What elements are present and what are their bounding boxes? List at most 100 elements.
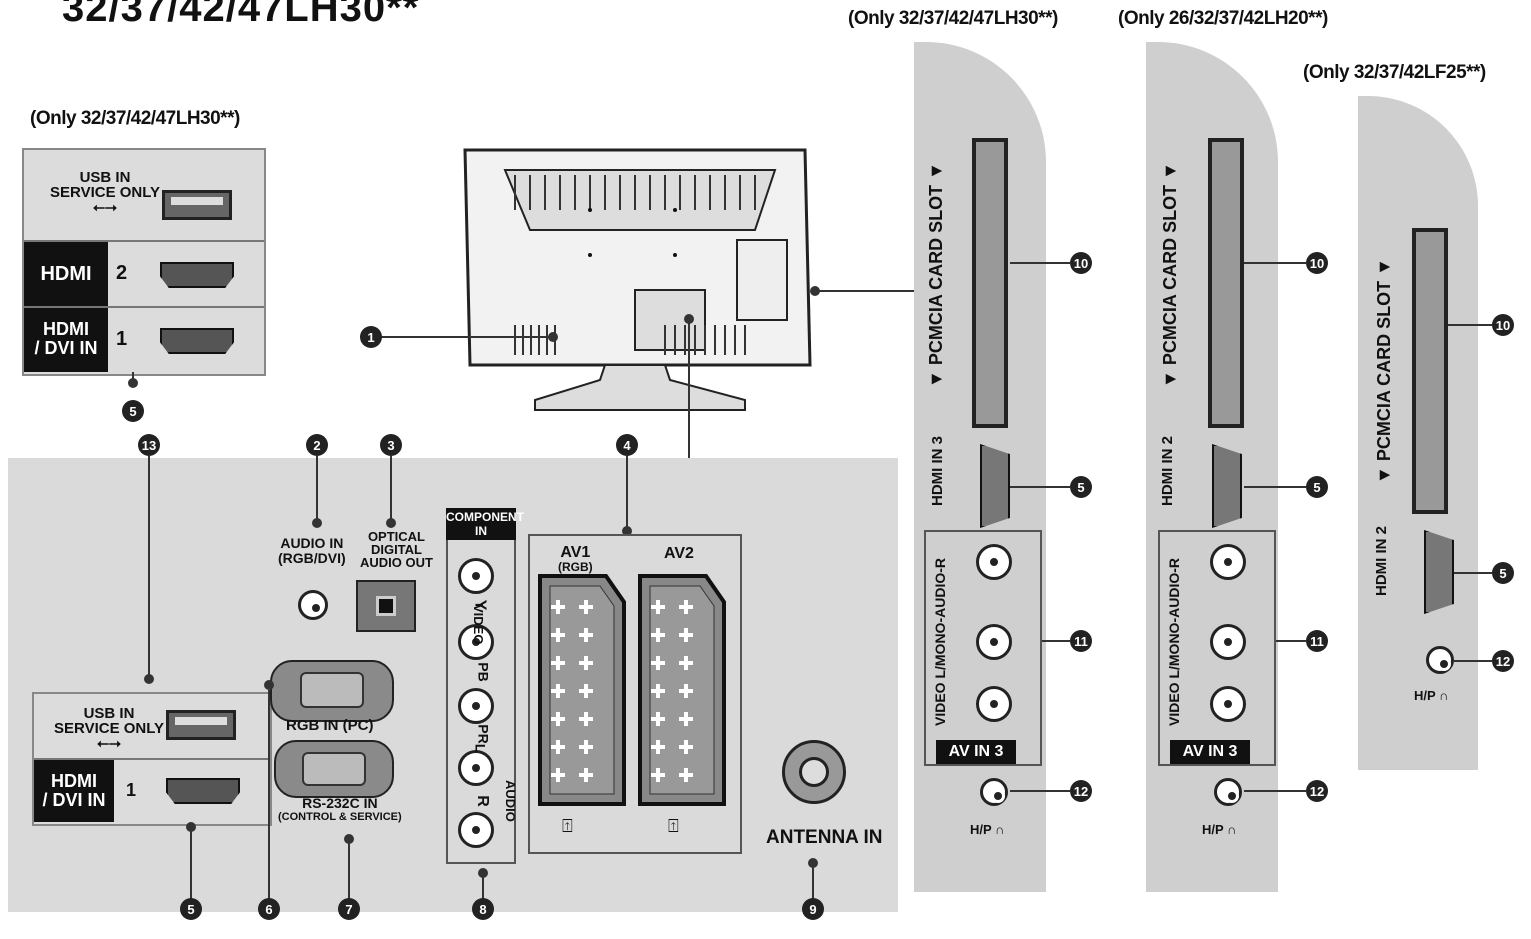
callout-9: 9 [802,898,824,920]
rgb-in-port [270,660,394,722]
side1-video-jack [976,544,1012,580]
av1-label: AV1 (RGB) [558,544,593,575]
hp-label-1: H/P ∩ [970,822,1005,837]
callout-dot-2 [312,518,322,528]
pcmcia-label-3: ▼ PCMCIA CARD SLOT ▼ [1374,258,1394,484]
hdmi-in2-b-2: IN 2 [1373,525,1390,554]
callout-12-a: 12 [1070,780,1092,802]
pcmcia-slot-3 [1412,228,1448,514]
hdmi-2-port [160,262,234,288]
callout-2: 2 [306,434,328,456]
callout-line-5d [1244,486,1306,488]
hdmi-dvi-line2: / DVI IN [34,338,98,358]
callout-line-4 [626,456,628,528]
callout-5-e: 5 [1492,562,1514,584]
antenna-port [782,740,846,804]
hdmi-number-1: 1 [116,328,128,350]
av-in3-label-1: AV IN 3 [936,740,1016,764]
callout-line-11a [1042,640,1070,642]
optical-port-inner [376,596,396,616]
hdmi-dvi-line1: HDMI [43,319,89,339]
side2-audio-l-jack [1210,624,1246,660]
component-y-jack [458,558,494,594]
rs232-label: RS-232C IN (CONTROL & SERVICE) [278,796,402,824]
service-only-text: SERVICE ONLY [50,184,161,201]
callout-6: 6 [258,898,280,920]
usb-in-label: USB IN SERVICE ONLY ⭠⭢ [50,170,160,215]
callout-line-5c [1010,486,1070,488]
hdmi-number-2: 2 [116,262,128,284]
usb-port [162,190,232,220]
callout-dot-8 [478,868,488,878]
callout-dot-7 [344,834,354,844]
rs232-sub: (CONTROL & SERVICE) [278,811,402,823]
callout-dot-6 [264,680,274,690]
optical-text-3: AUDIO OUT [360,555,433,570]
callout-line-tv-center [688,318,690,458]
callout-10-b: 10 [1306,252,1328,274]
optical-label: OPTICAL DIGITAL AUDIO OUT [360,530,433,569]
optical-text-2: DIGITAL [370,542,422,557]
side-av-label-1: VIDEO L/MONO-AUDIO-R [932,558,948,726]
audio-in-sub: (RGB/DVI) [278,550,346,566]
callout-11-b: 11 [1306,630,1328,652]
usb-icon-2: ⭠⭢ [97,735,122,752]
callout-13: 13 [138,434,160,456]
callout-line-13 [148,456,150,676]
usb-port-2 [166,710,236,740]
side-av-box-1 [924,530,1042,766]
hdmi-in2-label-2: HDMI IN 2 [1373,525,1390,596]
callout-line-5b [190,830,192,900]
rs232-connector [302,752,366,786]
top-left-port-panel: USB IN SERVICE ONLY ⭠⭢ HDMI 2 HDMI / DVI… [22,148,266,376]
callout-line-3 [390,456,392,520]
callout-11-a: 11 [1070,630,1092,652]
hdmi-dvi-row-2: HDMI / DVI IN 1 [34,760,270,824]
hdmi-dvi-line2-2: / DVI IN [42,790,106,810]
component-pr-jack [458,688,494,724]
usb-in-text: USB IN [79,169,131,186]
side1-headphone-jack [980,778,1008,806]
component-label: COMPONENT IN [446,508,524,540]
hdmi-dvi-label-2: HDMI / DVI IN [34,760,114,822]
callout-10-c: 10 [1492,314,1514,336]
scart-av1-icon: ⍐ [562,816,573,836]
side-av-box-2 [1158,530,1276,766]
callout-dot-9 [808,858,818,868]
callout-line-5a [132,372,134,382]
callout-line-12b [1244,790,1306,792]
side2-video-jack [1210,544,1246,580]
hdmi-1-port-2 [166,778,240,804]
video-label: VIDEO [471,604,486,645]
note-side-2: (Only 26/32/37/42LH20**) [1118,8,1328,29]
pcmcia-slot-2 [1208,138,1244,428]
pcmcia-label-2: ▼ PCMCIA CARD SLOT ▼ [1160,162,1180,388]
component-text: COMPONENT [446,510,524,524]
tv-back-illustration [463,148,812,411]
callout-8: 8 [472,898,494,920]
side2-headphone-jack [1214,778,1242,806]
scart-box [528,534,742,854]
rs232-text: RS-232C IN [302,795,378,811]
hdmi-in3-port [980,444,1010,528]
hdmi-in2-port-1 [1212,444,1242,528]
note-top-left: (Only 32/37/42/47LH30**) [30,108,240,129]
side-av-label-2: VIDEO L/MONO-AUDIO-R [1166,558,1182,726]
hdmi-in3-label: HDMI IN 3 [929,436,946,506]
usb-row: USB IN SERVICE ONLY ⭠⭢ [24,150,264,242]
usb-in-text-2: USB IN [83,705,135,722]
optical-port [356,580,416,632]
audio-in-jack [298,590,328,620]
callout-5-bottom: 5 [180,898,202,920]
callout-10-a: 10 [1070,252,1092,274]
component-pb-jack [458,624,494,660]
hdmi-in2-label-1: HDMI IN 2 [1159,436,1176,506]
callout-line-9 [812,866,814,900]
scart-av1-port [538,574,626,806]
av1-text: AV1 [560,544,591,561]
callout-4: 4 [616,434,638,456]
callout-line-10b [1244,262,1306,264]
hdmi-dvi-label: HDMI / DVI IN [24,308,108,372]
l-label: L [472,743,489,753]
rgb-in-label: RGB IN (PC) [286,717,374,734]
